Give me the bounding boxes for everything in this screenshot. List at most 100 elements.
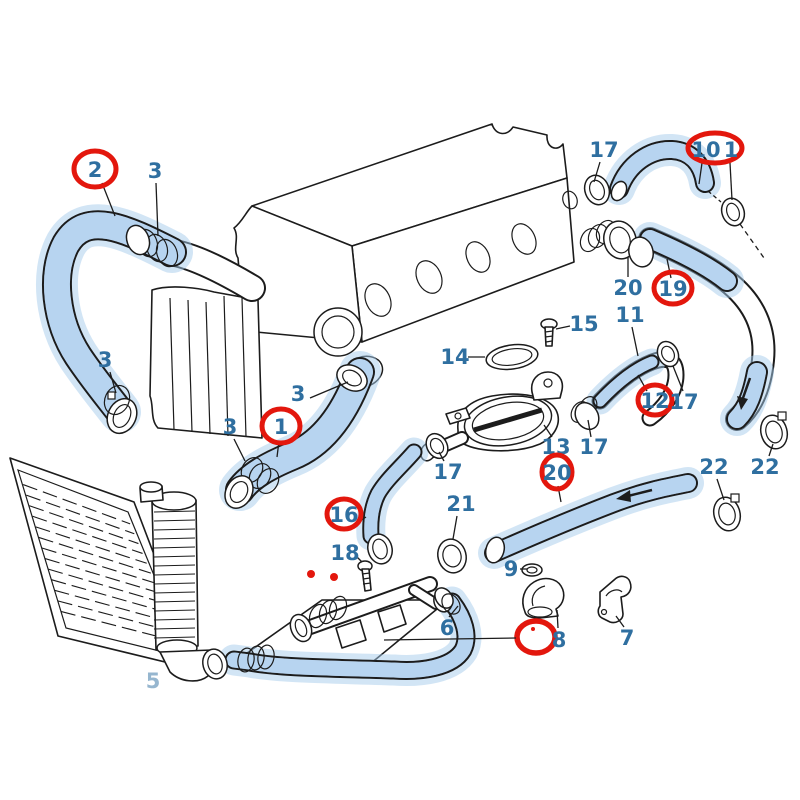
- small-parts: [357, 318, 632, 624]
- leader-line-3: [309, 381, 349, 399]
- leader-line-6: [448, 605, 459, 618]
- housing-slot: [473, 407, 543, 433]
- engine-port-hole: [465, 241, 491, 273]
- leader-line-11: [631, 326, 639, 357]
- pipe-foot: [335, 619, 367, 649]
- leader-line-3: [233, 438, 246, 462]
- clamp-3-top: [125, 224, 151, 256]
- hose-1: [227, 359, 373, 503]
- highlighted-hoses: [36, 134, 774, 686]
- red-empty-circle: [514, 618, 558, 656]
- clamp-20: [628, 236, 654, 268]
- water-pipe-assembly: [289, 576, 442, 649]
- callout-19: 19: [658, 277, 687, 301]
- bracket-8: [522, 577, 565, 619]
- callout-12: 12: [640, 389, 669, 413]
- thermostat-port-inner: [321, 315, 355, 349]
- callout-18: 18: [330, 541, 359, 565]
- assembly-dash-lines: [707, 190, 765, 259]
- hose-10: [611, 142, 713, 197]
- red-marks: [307, 570, 558, 656]
- housing-lug: [445, 407, 471, 425]
- leader-line-17: [593, 161, 601, 183]
- callout-1: 1: [724, 138, 739, 162]
- leader-line-18: [355, 555, 363, 563]
- callout-7: 7: [620, 626, 635, 650]
- flow-arrowhead: [737, 396, 748, 410]
- callout-22: 22: [699, 455, 728, 479]
- callout-14: 14: [440, 345, 469, 369]
- leader-line-3: [109, 371, 117, 394]
- red-circle-marker-12: [635, 382, 675, 418]
- screw-18: [357, 560, 373, 592]
- engine-port-hole: [364, 283, 392, 317]
- hose-12: [594, 356, 658, 407]
- flow-arrowhead: [616, 490, 631, 502]
- leader-line-17: [587, 419, 592, 438]
- fittings-and-clamps: [103, 174, 789, 680]
- bolt-15: [540, 318, 558, 347]
- callout-1: 1: [274, 415, 289, 439]
- red-dot: [531, 627, 535, 631]
- red-circle-marker-1: [259, 406, 303, 446]
- hose-20-end: [484, 536, 506, 564]
- red-dot: [330, 573, 338, 581]
- leader-line-8: [383, 637, 517, 641]
- belt-housing: [149, 286, 263, 439]
- leader-line-19: [666, 258, 672, 279]
- callout-11: 11: [615, 303, 644, 327]
- clip-7: [597, 575, 632, 624]
- clamp-21: [437, 538, 467, 574]
- clamp-3-left: [103, 384, 131, 416]
- red-circle-marker-2: [71, 148, 119, 190]
- hose-19b: [728, 363, 766, 428]
- leader-line-1: [729, 162, 733, 201]
- hose-2: [44, 212, 185, 425]
- callout-10: 10: [691, 138, 720, 162]
- callout-15: 15: [569, 312, 598, 336]
- callout-17: 17: [579, 435, 608, 459]
- leader-line-22: [768, 443, 774, 457]
- clamp-bolt: [107, 391, 116, 400]
- leader-line-3: [155, 182, 159, 237]
- callout-9: 9: [504, 557, 519, 581]
- hose-5-6: [226, 594, 474, 678]
- hose-19a: [641, 230, 736, 290]
- radiator-filler-cap: [139, 481, 164, 503]
- leader-line-15: [555, 325, 571, 330]
- hose-16: [364, 445, 421, 543]
- callout-16: 16: [329, 503, 358, 527]
- callout-17: 17: [669, 390, 698, 414]
- callout-21: 21: [446, 492, 475, 516]
- red-circle-marker-10: [685, 130, 745, 166]
- flow-arrow-down: [741, 377, 752, 399]
- callout-17: 17: [589, 138, 618, 162]
- engine-port-hole: [511, 223, 537, 255]
- callout-3: 3: [291, 382, 306, 406]
- red-circle-marker-19: [651, 269, 695, 307]
- leader-lines: [101, 161, 774, 629]
- callout-3: 3: [223, 415, 238, 439]
- leader-line-13: [543, 424, 553, 438]
- red-dot: [307, 570, 315, 578]
- callout-5: 5: [146, 669, 161, 693]
- red-circle-marker-20: [539, 452, 575, 492]
- engine-block: [149, 123, 575, 439]
- callout-3: 3: [148, 159, 163, 183]
- nut-9: [521, 563, 543, 577]
- hose-10-end: [610, 180, 628, 202]
- thermostat-port: [313, 307, 363, 357]
- red-circle-marker-16: [324, 496, 364, 532]
- callout-17: 17: [433, 460, 462, 484]
- leader-line-17: [672, 365, 684, 392]
- o-ring-14: [485, 343, 539, 371]
- heater-valve-parts: [562, 174, 654, 268]
- flow-arrows: [616, 377, 752, 502]
- callout-22: 22: [750, 455, 779, 479]
- callout-20: 20: [542, 461, 571, 485]
- leader-line-2: [101, 182, 116, 217]
- radiator: [9, 457, 219, 682]
